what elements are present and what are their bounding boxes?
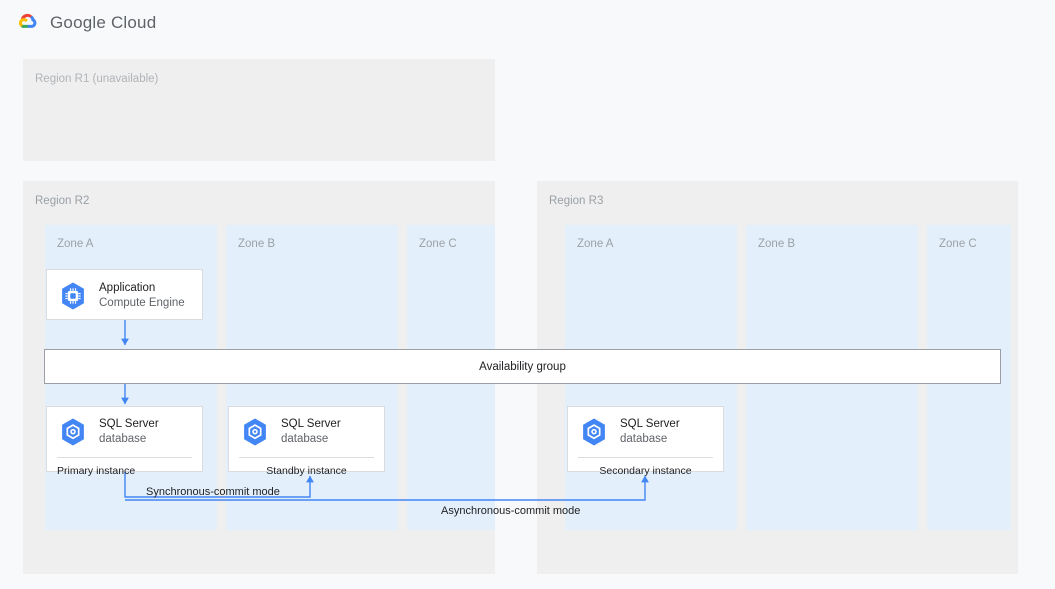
card-primary-title: SQL Server bbox=[99, 418, 159, 431]
card-application-subtitle: Compute Engine bbox=[99, 296, 185, 309]
region-r2-label: Region R2 bbox=[35, 195, 90, 207]
region-r1: Region R1 (unavailable) bbox=[23, 59, 495, 161]
card-primary-subtitle: database bbox=[99, 433, 147, 445]
card-standby-subtitle: database bbox=[281, 433, 329, 445]
app-header: Google Cloud bbox=[0, 0, 1055, 46]
availability-group-label: Availability group bbox=[479, 360, 566, 373]
card-secondary-divider bbox=[578, 457, 713, 458]
card-secondary-title: SQL Server bbox=[620, 418, 680, 431]
region-r3-label: Region R3 bbox=[549, 195, 604, 207]
card-application-title: Application bbox=[99, 281, 156, 294]
card-primary-footer: Primary instance bbox=[57, 465, 136, 477]
sql-server-database-icon bbox=[62, 418, 84, 446]
region-r1-label: Region R1 (unavailable) bbox=[35, 73, 159, 85]
compute-engine-icon bbox=[62, 282, 84, 309]
availability-group-bar: Availability group bbox=[44, 349, 1001, 384]
zone-r3-c-label: Zone C bbox=[939, 238, 977, 250]
zone-r2-a-label: Zone A bbox=[57, 238, 94, 250]
google-cloud-logo-icon bbox=[18, 13, 37, 28]
card-primary-instance[interactable]: SQL Server database Primary instance bbox=[46, 406, 203, 477]
card-secondary-footer: Secondary instance bbox=[599, 465, 692, 477]
card-standby-title: SQL Server bbox=[281, 418, 341, 431]
card-application[interactable]: Application Compute Engine bbox=[46, 269, 203, 320]
label-synchronous-commit-mode: Synchronous-commit mode bbox=[146, 486, 280, 498]
card-standby-divider bbox=[239, 457, 374, 458]
card-standby-footer: Standby instance bbox=[266, 465, 347, 477]
sql-server-database-icon bbox=[244, 418, 266, 446]
zone-r3-a-label: Zone A bbox=[577, 238, 614, 250]
zone-r2-b-label: Zone B bbox=[238, 238, 276, 250]
card-secondary-instance[interactable]: SQL Server database Secondary instance bbox=[567, 406, 724, 477]
label-asynchronous-commit-mode: Asynchronous-commit mode bbox=[441, 505, 581, 517]
card-secondary-subtitle: database bbox=[620, 433, 668, 445]
zone-r2-c-label: Zone C bbox=[419, 238, 457, 250]
zone-r3-b-label: Zone B bbox=[758, 238, 796, 250]
card-standby-instance[interactable]: SQL Server database Standby instance bbox=[228, 406, 385, 477]
sql-server-database-icon bbox=[583, 418, 605, 446]
card-primary-divider bbox=[57, 457, 192, 458]
product-title: Google Cloud bbox=[50, 13, 157, 32]
